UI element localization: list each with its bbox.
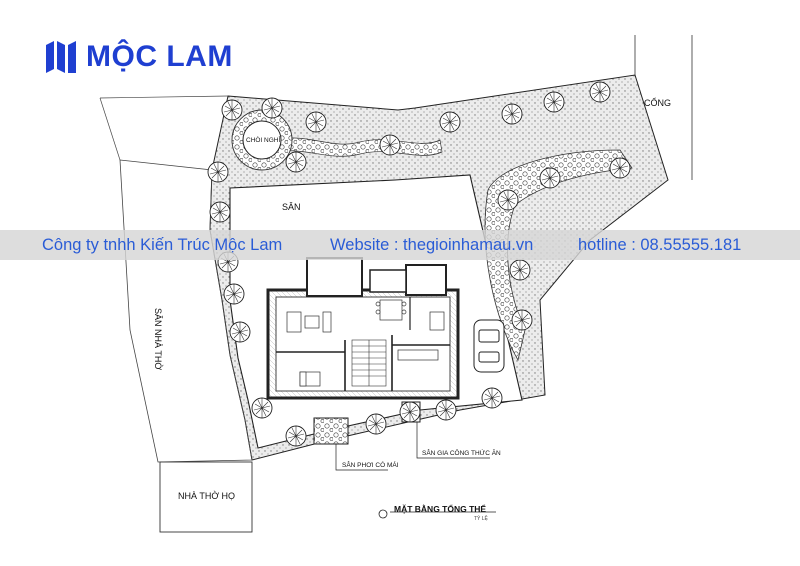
family-church-lot	[159, 461, 253, 533]
label-drying-yard: SÂN PHƠI CÓ MÁI	[342, 462, 399, 469]
tree-icon	[207, 161, 229, 183]
label-church-yard: SÂN NHÀ THỜ	[153, 308, 163, 371]
leader-drying-yard	[335, 444, 388, 471]
tree-icon	[251, 397, 273, 419]
label-gazebo: CHÒI NGHỈ	[246, 137, 281, 144]
bay-right	[405, 264, 447, 296]
tree-icon	[261, 97, 283, 119]
tree-icon	[501, 103, 523, 125]
label-service-yard: SÂN GIA CÔNG THỨC ĂN	[422, 450, 501, 457]
label-yard: SÂN	[282, 202, 301, 212]
banner-hotline: hotline : 08.55555.181	[578, 235, 742, 254]
tree-icon	[399, 401, 421, 423]
car	[473, 319, 505, 373]
tree-icon	[285, 425, 307, 447]
banner-website: Website : thegioinhamau.vn	[330, 235, 534, 254]
tree-icon	[379, 134, 401, 156]
dining-table	[375, 299, 407, 321]
tree-icon	[539, 167, 561, 189]
bay-left	[306, 257, 363, 297]
brand-logo: MỘC LAM	[44, 37, 233, 77]
tree-icon	[589, 81, 611, 103]
tree-icon	[229, 321, 251, 343]
label-family-church: NHÀ THỜ HỌ	[178, 491, 236, 501]
logo-text: MỘC LAM	[86, 40, 233, 73]
drawing-title: MẶT BẰNG TỔNG THỂ	[394, 504, 487, 514]
tree-icon	[209, 201, 231, 223]
drying-yard-plan	[313, 417, 349, 445]
logo-icon	[46, 41, 76, 73]
bedroom-bed	[299, 371, 321, 387]
drawing-scale: TỶ LỆ	[474, 516, 488, 522]
label-gate: CỔNG	[644, 98, 671, 108]
title-marker	[378, 509, 388, 519]
staircase	[351, 339, 387, 387]
tree-icon	[543, 91, 565, 113]
tree-icon	[221, 99, 243, 121]
tree-icon	[481, 387, 503, 409]
tree-icon	[285, 151, 307, 173]
tree-icon	[435, 399, 457, 421]
living-sofa	[286, 311, 332, 333]
kitchen-counter	[397, 311, 445, 361]
tree-icon	[439, 111, 461, 133]
tree-icon	[305, 111, 327, 133]
leader-service-yard	[416, 422, 490, 459]
tree-icon	[365, 413, 387, 435]
banner-company: Công ty tnhh Kiến Trúc Mộc Lam	[42, 235, 283, 254]
church-yard-lot	[119, 159, 253, 463]
gazebo	[242, 120, 282, 160]
contact-banner: Công ty tnhh Kiến Trúc Mộc Lam Website :…	[0, 230, 800, 260]
tree-icon	[609, 157, 631, 179]
bay-mid	[369, 269, 407, 293]
tree-icon	[509, 259, 531, 281]
tree-icon	[511, 309, 533, 331]
tree-icon	[223, 283, 245, 305]
tree-icon	[497, 189, 519, 211]
boundary-left-2	[99, 97, 121, 161]
boundary-left	[99, 95, 229, 99]
